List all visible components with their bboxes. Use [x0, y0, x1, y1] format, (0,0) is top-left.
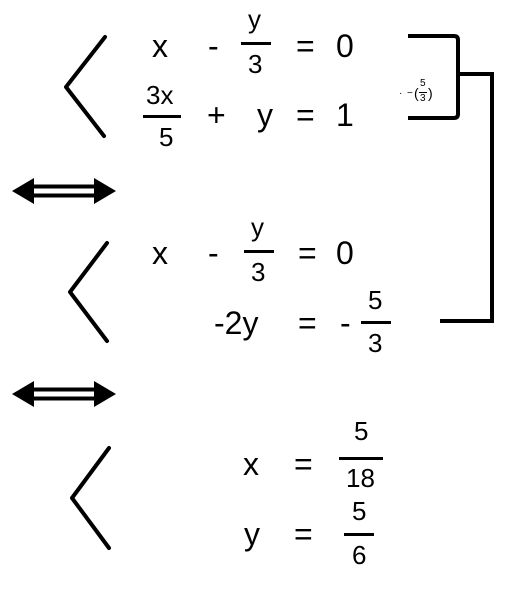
- sys1-row2-rhs: 1: [336, 97, 354, 133]
- operation-den: 3: [420, 93, 426, 104]
- system3-bracket: [70, 446, 111, 550]
- sys2-row1-den: 3: [251, 257, 266, 287]
- sys1-row2-den: 5: [159, 122, 174, 152]
- sys2-row1-fraction-bar: [244, 250, 274, 253]
- system2-bracket: [68, 241, 109, 343]
- sys3-row2-eq: =: [294, 516, 313, 552]
- sys1-row1-rhs: 0: [336, 28, 354, 64]
- sys1-row1-minus: -: [208, 28, 219, 64]
- sys1-row2-eq: =: [296, 97, 315, 133]
- sys1-row2-y: y: [257, 97, 273, 133]
- sys3-row1-fraction-bar: [339, 457, 383, 460]
- sys1-row2-fraction-bar: [143, 115, 181, 118]
- operation-fraction-bar: [419, 92, 427, 93]
- sys2-row2-den: 3: [368, 328, 383, 358]
- operation-rparen: ): [428, 85, 433, 101]
- operation-minus: −: [407, 88, 413, 99]
- system1-bracket: [64, 35, 107, 138]
- sys2-row1-minus: -: [208, 235, 219, 271]
- sys2-row2-eq: =: [298, 305, 317, 341]
- equivalence-arrow-2: [12, 381, 116, 407]
- equivalence-arrow-1: [12, 178, 116, 204]
- sys1-row2-num: 3x: [146, 80, 174, 110]
- sys3-row1-num: 5: [354, 416, 369, 446]
- sys1-row1-x: x: [152, 28, 168, 64]
- operation-num: 5: [420, 78, 426, 89]
- sys3-row1-den: 18: [346, 463, 375, 493]
- sys3-row2-fraction-bar: [344, 533, 374, 536]
- sys3-row1-var: x: [243, 446, 259, 482]
- sys2-row1-x: x: [152, 235, 168, 271]
- sys1-row1-eq: =: [296, 28, 315, 64]
- sys1-row1-den: 3: [248, 49, 263, 79]
- sys2-row2-num: 5: [368, 285, 383, 315]
- operation-bracket: [408, 34, 460, 120]
- sys3-row2-var: y: [244, 516, 260, 552]
- operation-dot: ·: [399, 88, 403, 99]
- operation-lparen: (: [414, 85, 419, 101]
- sys2-row2-minus: -: [340, 305, 351, 341]
- sys2-row2-fraction-bar: [361, 321, 391, 324]
- sys2-row1-rhs: 0: [336, 235, 354, 271]
- sys1-row2-plus: +: [207, 97, 226, 133]
- sys1-row1-fraction-bar: [241, 42, 271, 45]
- connector-line: [440, 72, 494, 323]
- sys2-row2-lhs: -2y: [214, 305, 259, 341]
- sys3-row2-num: 5: [352, 496, 367, 526]
- sys3-row1-eq: =: [294, 446, 313, 482]
- sys2-row1-num: y: [251, 212, 264, 242]
- sys2-row1-eq: =: [298, 235, 317, 271]
- sys1-row1-num: y: [248, 4, 261, 34]
- sys3-row2-den: 6: [352, 540, 367, 570]
